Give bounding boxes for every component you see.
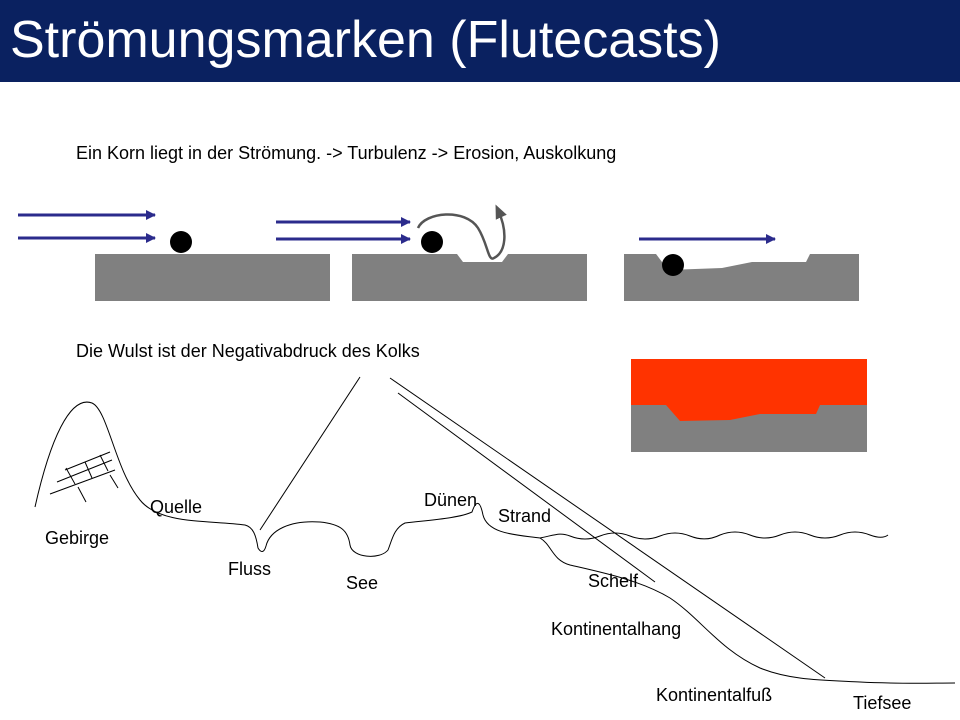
page-title: Strömungsmarken (Flutecasts)	[10, 11, 721, 69]
wulst-text: Die Wulst ist der Negativabdruck des Kol…	[76, 341, 420, 361]
sea-level-wave	[539, 531, 889, 540]
label-gebirge: Gebirge	[45, 528, 110, 548]
rock-layers-gebirge	[49, 451, 119, 503]
label-quelle: Quelle	[150, 497, 203, 517]
sediment-block-3	[624, 254, 859, 301]
flute-cast-figure	[631, 359, 867, 452]
leader-line-slope	[389, 377, 826, 679]
label-see: See	[346, 573, 379, 593]
label-kontinentalhang: Kontinentalhang	[551, 619, 682, 639]
label-strand: Strand	[498, 506, 552, 526]
label-kontinentalfuss: Kontinentalfuß	[656, 685, 773, 705]
turbulence-arrow	[416, 204, 507, 260]
stage-2-turbulence	[276, 204, 587, 301]
label-duenen: Dünen	[424, 490, 478, 510]
red-cast-layer	[631, 359, 867, 421]
sediment-block-2	[352, 254, 587, 301]
grain-2	[421, 231, 443, 253]
terrain-line	[34, 401, 956, 684]
leader-line-secondary	[397, 392, 656, 583]
stage-1-grain-on-bed	[18, 210, 330, 301]
leader-line-fluss	[259, 376, 361, 531]
label-fluss: Fluss	[228, 559, 272, 579]
stage-3-scour	[624, 234, 859, 301]
label-schelf: Schelf	[588, 571, 639, 591]
label-tiefsee: Tiefsee	[853, 693, 912, 713]
sediment-block-1	[95, 254, 330, 301]
grain-3	[662, 254, 684, 276]
title-bar: Strömungsmarken (Flutecasts)	[0, 0, 960, 82]
intro-text: Ein Korn liegt in der Strömung. -> Turbu…	[76, 143, 617, 163]
grain-1	[170, 231, 192, 253]
landscape-profile	[34, 376, 956, 684]
